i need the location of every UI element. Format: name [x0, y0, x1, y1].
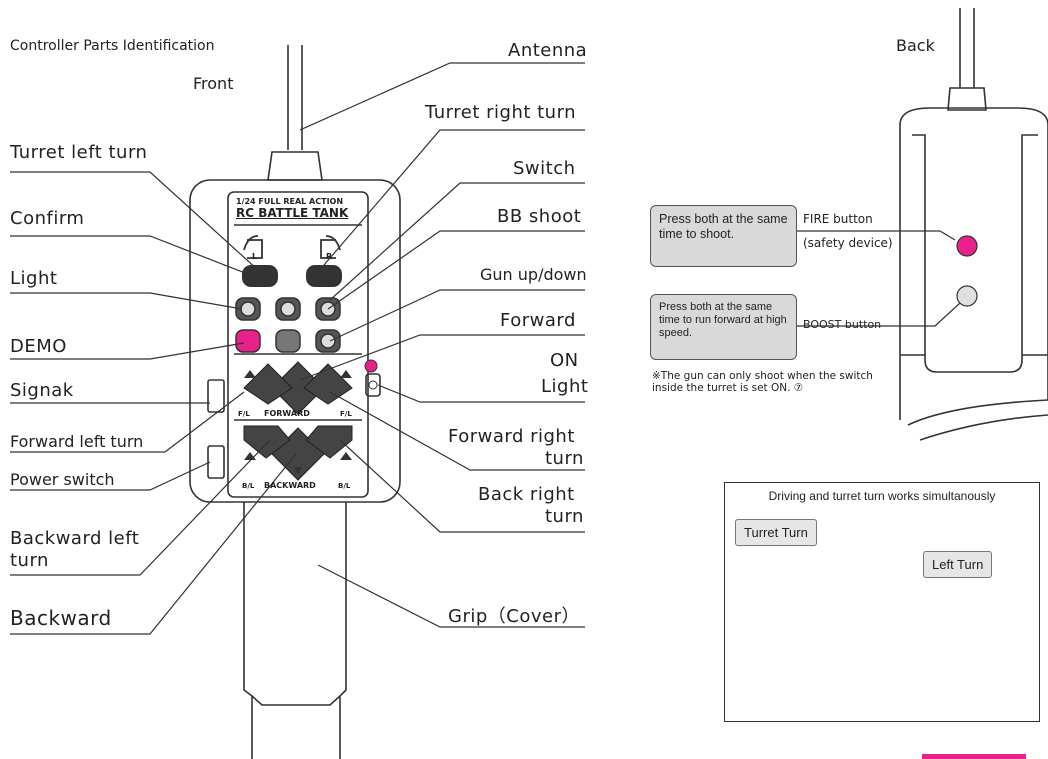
label-backward-left-line2: turn — [10, 550, 49, 571]
controller-bl-left: B/L — [242, 482, 255, 490]
label-bb-shoot: BB shoot — [497, 206, 582, 227]
label-grip-cover: Grip（Cover） — [448, 606, 580, 627]
label-back-right-line2: turn — [545, 506, 584, 527]
callout-boost-text: Press both at the same time to run forwa… — [659, 301, 787, 339]
label-light: Light — [10, 268, 58, 289]
label-switch: Switch — [513, 158, 576, 179]
label-turret-left-turn: Turret left turn — [10, 142, 148, 163]
label-antenna: Antenna — [508, 40, 588, 61]
inset-panel: Driving and turret turn works simultanou… — [724, 482, 1040, 722]
label-forward-right-line1: Forward right — [448, 426, 575, 447]
label-power-switch: Power switch — [10, 470, 115, 489]
controller-text-line2: RC BATTLE TANK — [236, 206, 349, 220]
back-label: Back — [896, 36, 935, 55]
callout-fire: Press both at the same time to shoot. — [650, 205, 797, 267]
inset-tag-turret-turn: Turret Turn — [735, 519, 817, 546]
label-on-light: Light — [541, 376, 589, 397]
label-confirm: Confirm — [10, 208, 85, 229]
label-gun-up-down: Gun up/down — [480, 265, 587, 284]
note-gun-switch: ※The gun can only shoot when the switch … — [652, 370, 873, 394]
controller-r-mark: R — [326, 252, 333, 261]
label-backward: Backward — [10, 606, 112, 630]
label-on: ON — [550, 350, 579, 371]
callout-fire-text: Press both at the same time to shoot. — [659, 212, 788, 241]
accent-bar — [922, 754, 1026, 759]
label-forward-right-line2: turn — [545, 448, 584, 469]
label-signak: Signak — [10, 380, 74, 401]
controller-fl-left: F/L — [238, 410, 250, 418]
label-forward: Forward — [500, 310, 576, 331]
front-label: Front — [193, 74, 234, 93]
label-backward-left-line1: Backward left — [10, 528, 140, 549]
callout-boost: Press both at the same time to run forwa… — [650, 294, 797, 360]
controller-l-mark: L — [252, 252, 258, 261]
label-turret-right-turn: Turret right turn — [425, 102, 577, 123]
label-fire-button: FIRE button — [803, 212, 873, 226]
diagram-title: Controller Parts Identification — [10, 38, 215, 54]
label-fire-safety: (safety device) — [803, 236, 893, 250]
label-boost-button: BOOST button — [803, 318, 882, 331]
inset-tag-left-turn: Left Turn — [923, 551, 993, 578]
label-back-right-line1: Back right — [478, 484, 575, 505]
controller-fl-right: F/L — [340, 410, 352, 418]
label-demo: DEMO — [10, 336, 67, 357]
controller-text-line1: 1/24 FULL REAL ACTION — [236, 197, 344, 206]
controller-backward-text: BACKWARD — [264, 481, 316, 490]
inset-title: Driving and turret turn works simultanou… — [768, 489, 996, 503]
controller-forward-text: FORWARD — [264, 409, 310, 418]
controller-bl-right: B/L — [338, 482, 351, 490]
label-forward-left-turn: Forward left turn — [10, 432, 144, 451]
